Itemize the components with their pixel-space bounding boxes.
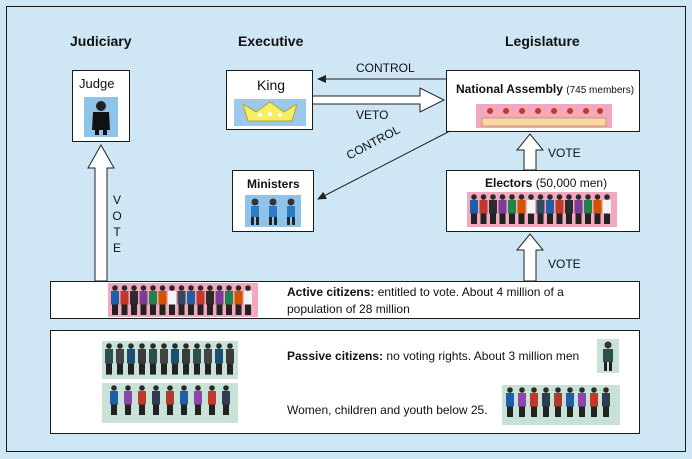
veto-label: VETO	[356, 108, 389, 122]
judge-label: Judge	[79, 76, 115, 91]
diagram-frame	[6, 6, 686, 452]
executive-heading: Executive	[238, 33, 304, 49]
electors-title: Electors (50,000 men)	[485, 176, 607, 190]
active-citizens-text1: entitled to vote. About 4 million of a	[374, 285, 564, 299]
passive-citizens-text: no voting rights. About 3 million men	[383, 349, 580, 363]
king-label: King	[257, 77, 286, 93]
active-citizens-image	[108, 283, 258, 317]
crown-image	[234, 99, 306, 126]
passive-citizens-box: Passive citizens: no voting rights. Abou…	[50, 330, 640, 434]
ministers-label: Ministers	[247, 177, 300, 191]
national-assembly-title: National Assembly (745 members)	[456, 82, 634, 96]
control-label-top: CONTROL	[356, 61, 415, 75]
judiciary-heading: Judiciary	[70, 33, 132, 49]
king-box: King	[226, 70, 313, 130]
ministers-box: Ministers	[232, 170, 314, 232]
vote-arrow-assembly	[515, 133, 545, 171]
active-citizens-label: Active citizens:	[287, 285, 375, 299]
vote-label-assembly: VOTE	[548, 146, 581, 160]
electors-box: Electors (50,000 men)	[446, 170, 640, 232]
vote-label-electors: VOTE	[548, 257, 581, 271]
national-assembly-label: National Assembly	[456, 82, 563, 96]
passive-single-man-image	[597, 339, 619, 373]
national-assembly-members: (745 members)	[566, 85, 635, 96]
judge-figure-image	[84, 97, 118, 137]
vote-arrow-electors	[515, 233, 545, 282]
ministers-image	[245, 195, 301, 227]
vote-label-judge: V O T E	[112, 193, 122, 255]
veto-arrow	[313, 87, 446, 113]
national-assembly-box: National Assembly (745 members)	[446, 70, 640, 132]
control-arrow-ministers	[317, 130, 451, 200]
active-citizens-line1: Active citizens: entitled to vote. About…	[287, 285, 564, 299]
passive-citizens-line: Passive citizens: no voting rights. Abou…	[287, 349, 579, 363]
women-children-text: Women, children and youth below 25.	[287, 403, 488, 417]
electors-label: Electors	[485, 176, 533, 190]
electors-count: (50,000 men)	[535, 176, 608, 190]
passive-citizens-label: Passive citizens:	[287, 349, 384, 363]
active-citizens-box: Active citizens: entitled to vote. About…	[50, 281, 640, 319]
vote-arrow-judge	[87, 143, 115, 282]
judge-box: Judge	[72, 70, 130, 142]
women-children-right-image	[502, 385, 620, 425]
legislature-heading: Legislature	[505, 33, 580, 49]
passive-men-image	[102, 341, 238, 379]
national-assembly-image	[476, 104, 612, 128]
active-citizens-line2: population of 28 million	[287, 302, 410, 316]
electors-image	[467, 192, 617, 227]
women-children-image	[102, 383, 238, 423]
